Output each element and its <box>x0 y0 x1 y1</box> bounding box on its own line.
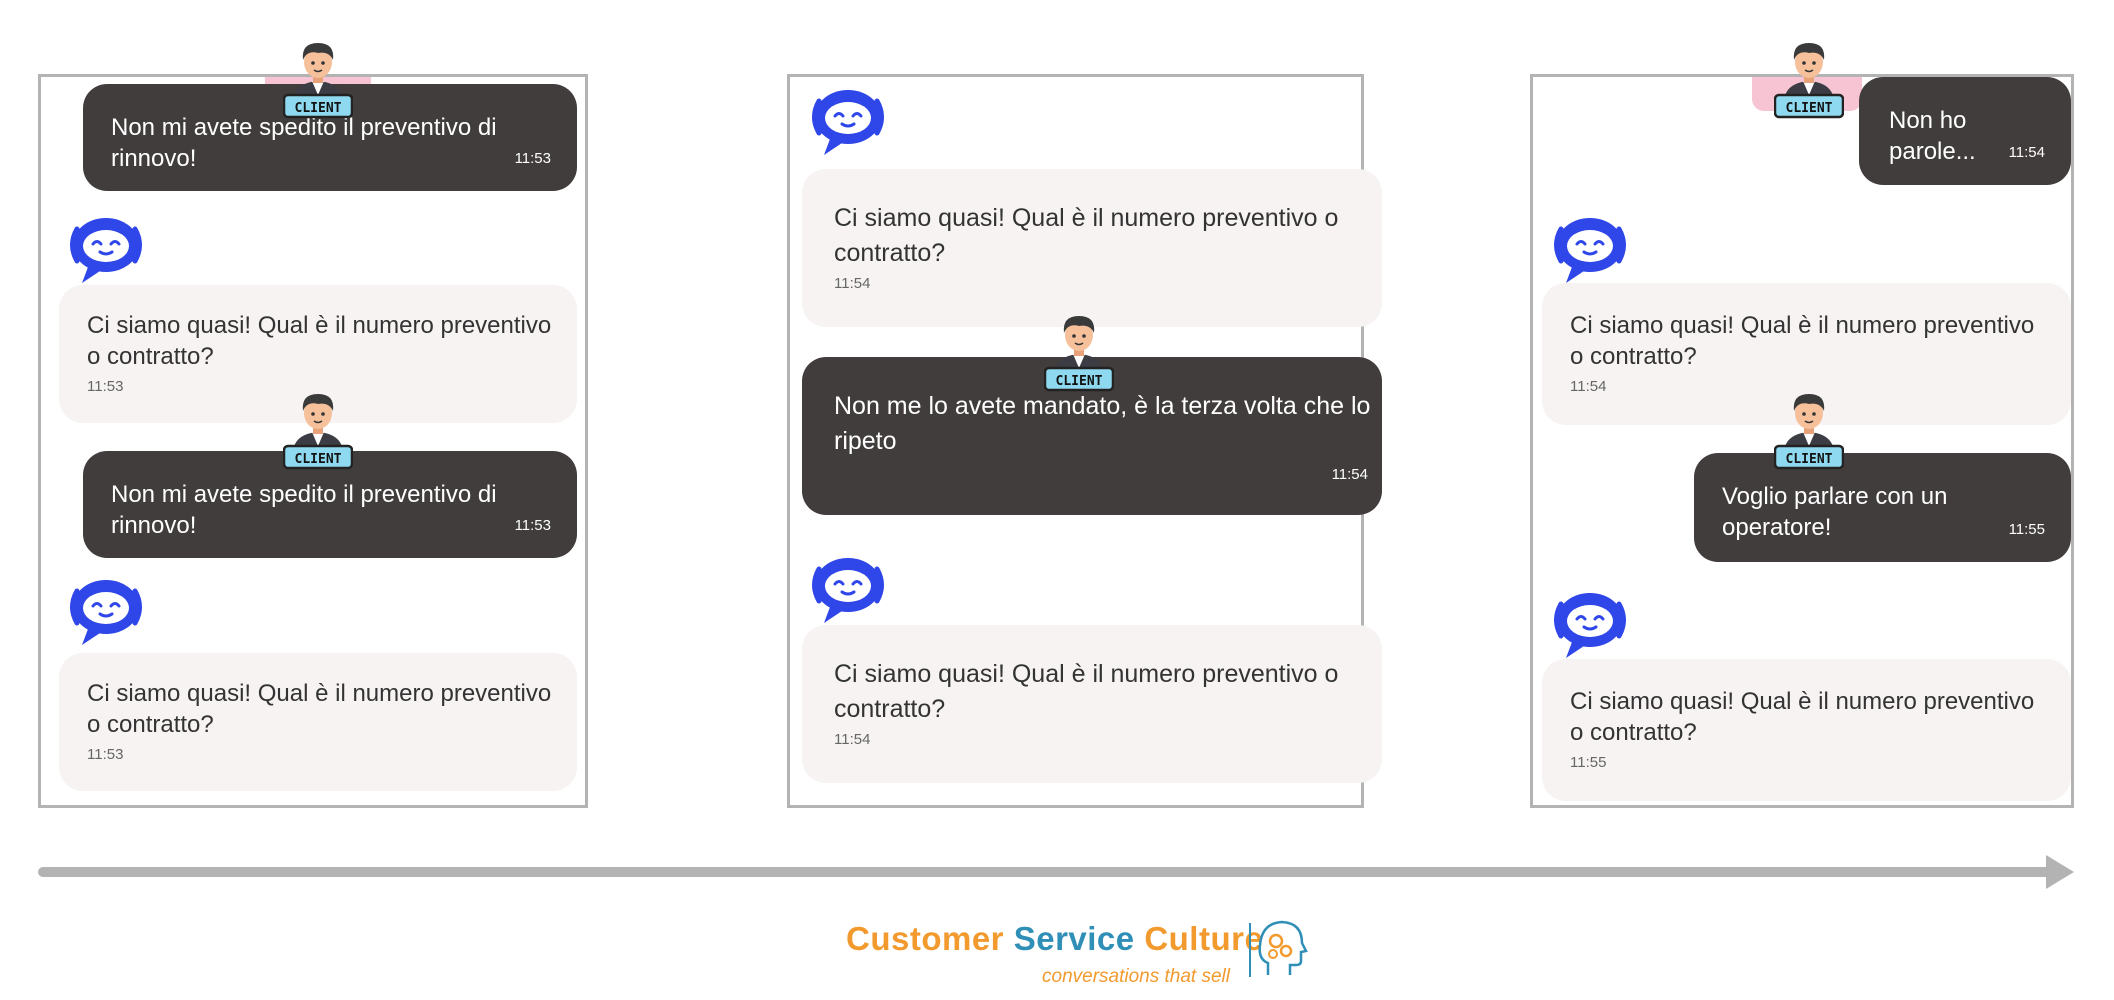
message-text: Ci siamo quasi! Qual è il numero prevent… <box>834 660 1339 723</box>
client-badge: CLIENT <box>295 452 342 467</box>
message-text: Ci siamo quasi! Qual è il numero prevent… <box>834 204 1339 267</box>
message-time: 11:53 <box>514 517 551 534</box>
message-time: 11:55 <box>2008 521 2045 538</box>
message-time: 11:53 <box>87 746 124 763</box>
message-time: 11:54 <box>2008 144 2045 161</box>
arrow-right-icon <box>2046 855 2074 889</box>
head-gears-icon <box>1249 920 1308 977</box>
message-text: Ci siamo quasi! Qual è il numero prevent… <box>1570 312 2035 370</box>
timeline-arrow-line <box>38 867 2068 877</box>
logo-title: Customer Service Culture <box>846 920 1263 958</box>
bot-message: Ci siamo quasi! Qual è il numero prevent… <box>802 169 1382 327</box>
client-badge: CLIENT <box>1786 452 1833 467</box>
bot-avatar-icon <box>1548 590 1632 670</box>
bot-message: Ci siamo quasi! Qual è il numero prevent… <box>1542 659 2071 801</box>
logo-word-service: Service <box>1013 920 1135 957</box>
logo-word-culture: Culture <box>1144 920 1264 957</box>
message-text: Non mi avete spedito il preventivo di ri… <box>111 114 497 172</box>
message-time: 11:54 <box>1331 466 1368 483</box>
client-avatar-icon: CLIENT <box>1774 37 1844 121</box>
bot-avatar-icon <box>806 555 890 635</box>
bot-avatar-icon <box>806 87 890 167</box>
message-time: 11:55 <box>1570 754 1607 771</box>
chat-panel-3: Non ho parole... 11:54 CLIENT Ci siamo q… <box>1530 74 2074 808</box>
message-text: Voglio parlare con un operatore! <box>1722 483 1948 541</box>
chat-panel-1: Non mi avete spedito il preventivo di ri… <box>38 74 588 808</box>
message-text: Non mi avete spedito il preventivo di ri… <box>111 481 497 539</box>
message-time: 11:53 <box>514 150 551 167</box>
chat-panel-2: Ci siamo quasi! Qual è il numero prevent… <box>787 74 1382 808</box>
message-time: 11:54 <box>834 731 871 748</box>
message-text: Ci siamo quasi! Qual è il numero prevent… <box>1570 688 2035 746</box>
client-avatar-icon: CLIENT <box>1774 388 1844 472</box>
client-avatar-icon: CLIENT <box>283 37 353 121</box>
message-text: Non me lo avete mandato, è la terza volt… <box>834 392 1371 455</box>
message-text: Ci siamo quasi! Qual è il numero prevent… <box>87 680 552 738</box>
client-message: Non ho parole... 11:54 <box>1859 77 2071 185</box>
message-text: Non ho parole... <box>1889 107 1976 165</box>
logo-word-customer: Customer <box>846 920 1005 957</box>
client-badge: CLIENT <box>295 101 342 116</box>
message-time: 11:54 <box>834 275 871 292</box>
bot-avatar-icon <box>64 215 148 295</box>
client-avatar-icon: CLIENT <box>1044 310 1114 394</box>
client-avatar-icon: CLIENT <box>283 388 353 472</box>
message-time: 11:54 <box>1570 378 1607 395</box>
bot-avatar-icon <box>64 577 148 657</box>
client-badge: CLIENT <box>1056 374 1103 389</box>
brand-logo: Customer Service Culture conversations t… <box>846 920 1308 987</box>
client-message: Voglio parlare con un operatore! 11:55 <box>1694 453 2071 562</box>
bot-message: Ci siamo quasi! Qual è il numero prevent… <box>59 653 577 791</box>
client-message: Non mi avete spedito il preventivo di ri… <box>83 451 577 558</box>
bot-message: Ci siamo quasi! Qual è il numero prevent… <box>802 625 1382 783</box>
message-text: Ci siamo quasi! Qual è il numero prevent… <box>87 312 552 370</box>
logo-tagline: conversations that sell <box>1042 966 1230 987</box>
message-time: 11:53 <box>87 378 124 395</box>
client-badge: CLIENT <box>1786 101 1833 116</box>
